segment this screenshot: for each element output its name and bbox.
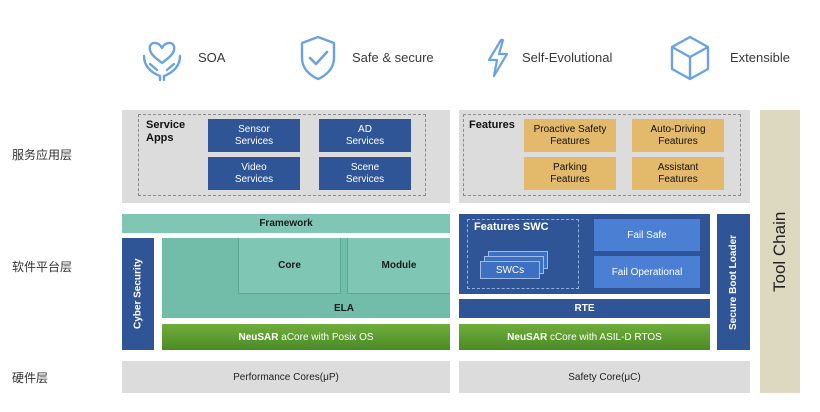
assistant-features-box: Assistant Features (632, 157, 724, 190)
acore-label: NeuSAR aCore with Posix OS (238, 332, 373, 343)
performance-cores-label: Performance Cores(μP) (233, 371, 339, 383)
service-apps-group (138, 114, 426, 196)
parking-features-label: Parking Features (550, 161, 590, 185)
layer-label-service: 服务应用层 (12, 148, 73, 162)
features-swc-group (467, 219, 579, 289)
feature-soa-label: SOA (198, 50, 226, 65)
ad-services-label: AD Services (345, 123, 385, 147)
sensor-services-box: Sensor Services (208, 119, 300, 152)
core-box: Core (238, 238, 341, 294)
proactive-safety-features-label: Proactive Safety Features (533, 123, 607, 147)
swcs-label: SWCs (495, 264, 525, 276)
ccore-brand: NeuSAR (507, 331, 548, 343)
acore-bar: NeuSAR aCore with Posix OS (162, 324, 450, 350)
auto-driving-features-box: Auto-Driving Features (632, 119, 724, 152)
layer-label-hardware: 硬件层 (12, 371, 49, 385)
secure-boot-loader-bar: Secure Boot Loader (717, 214, 750, 350)
sensor-services-label: Sensor Services (234, 123, 274, 147)
assistant-features-label: Assistant Features (657, 161, 699, 185)
features-group (463, 114, 741, 196)
ad-services-box: AD Services (319, 119, 411, 152)
scene-services-label: Scene Services (345, 161, 385, 185)
module-label: Module (381, 260, 417, 271)
ela-label-area: ELA (238, 298, 450, 318)
secure-boot-loader-label: Secure Boot Loader (728, 234, 739, 330)
fail-safe-box: Fail Safe (594, 219, 700, 251)
service-apps-header: Service Apps (146, 119, 186, 144)
feature-self-evolutional: Self-Evolutional (484, 34, 634, 84)
features-header: Features (469, 119, 515, 131)
ccore-label: NeuSAR cCore with ASIL-D RTOS (507, 332, 662, 343)
module-box: Module (347, 238, 450, 294)
fail-operational-box: Fail Operational (594, 256, 700, 288)
tool-chain-label: Tool Chain (770, 211, 789, 292)
framework-label: Framework (259, 218, 313, 229)
core-label: Core (278, 260, 301, 271)
cyber-security-label: Cyber Security (132, 258, 144, 330)
shield-check-icon (300, 35, 336, 81)
swcs-box: SWCs (480, 261, 540, 279)
cyber-security-bar: Cyber Security (122, 238, 154, 350)
safety-core-label: Safety Core(μC) (568, 371, 641, 383)
rte-bar: RTE (459, 299, 710, 318)
rte-label: RTE (574, 303, 595, 314)
tool-chain-bar: Tool Chain (760, 110, 800, 393)
video-services-label: Video Services (234, 161, 274, 185)
acore-desc: aCore with Posix OS (278, 331, 374, 343)
ccore-bar: NeuSAR cCore with ASIL-D RTOS (459, 324, 710, 350)
fail-operational-label: Fail Operational (611, 266, 683, 278)
feature-extensible-label: Extensible (730, 50, 790, 65)
layer-label-software: 软件平台层 (12, 260, 73, 274)
feature-soa: SOA (140, 34, 260, 84)
acore-brand: NeuSAR (238, 331, 279, 343)
ela-label: ELA (334, 302, 354, 314)
heart-hands-icon (142, 41, 182, 82)
safety-core-box: Safety Core(μC) (459, 361, 750, 393)
video-services-box: Video Services (208, 157, 300, 190)
feature-extensible: Extensible (668, 34, 798, 84)
parking-features-box: Parking Features (524, 157, 616, 190)
feature-safe-secure-label: Safe & secure (352, 50, 434, 65)
auto-driving-features-label: Auto-Driving Features (650, 123, 706, 147)
feature-safe-secure: Safe & secure (296, 34, 446, 84)
lightning-icon (487, 38, 509, 78)
fail-safe-label: Fail Safe (627, 229, 667, 241)
performance-cores-box: Performance Cores(μP) (122, 361, 450, 393)
proactive-safety-features-box: Proactive Safety Features (524, 119, 616, 152)
framework-bar: Framework (122, 214, 450, 233)
scene-services-box: Scene Services (319, 157, 411, 190)
cube-icon (670, 35, 710, 81)
ccore-desc: cCore with ASIL-D RTOS (547, 331, 662, 343)
features-swc-header: Features SWC (474, 221, 549, 233)
feature-self-evolutional-label: Self-Evolutional (522, 50, 613, 65)
